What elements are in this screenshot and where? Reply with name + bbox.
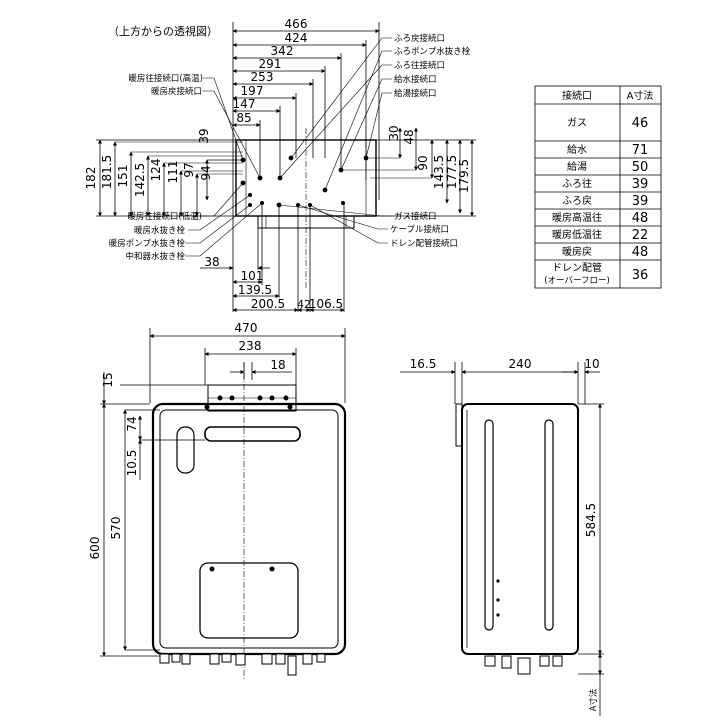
label-heating-supply-high: 暖房往接続口(高温) — [128, 73, 203, 84]
dim-466: 466 — [285, 17, 308, 31]
dim-10-5: 10.5 — [125, 450, 139, 477]
label-bath-return: ふろ戻接続口 — [394, 33, 445, 44]
table-cell-name: 給湯 — [567, 160, 587, 173]
dim-179-5: 179.5 — [457, 159, 471, 193]
table-cell-name: 暖房戻 — [562, 245, 592, 258]
dim-90: 90 — [416, 155, 430, 170]
dim-238: 238 — [239, 339, 262, 353]
table-header-connection: 接続口 — [562, 89, 592, 102]
dim-181-5: 181.5 — [100, 155, 114, 189]
top-bottom-dims — [200, 203, 345, 312]
top-right-dims — [341, 127, 476, 217]
table-cell-name: ふろ戻 — [562, 194, 592, 207]
dim-177-5: 177.5 — [445, 155, 459, 189]
dim-48: 48 — [402, 129, 416, 144]
right-leaders — [278, 37, 392, 244]
left-leaders — [185, 77, 263, 257]
dim-424: 424 — [285, 31, 308, 45]
table-header-a-dim: A寸法 — [627, 89, 654, 102]
dim-16-5: 16.5 — [410, 357, 437, 371]
dim-38: 38 — [204, 255, 219, 269]
side-body — [455, 403, 579, 675]
table-cell-value: 50 — [632, 160, 649, 175]
table-cell-name: ドレン配管 — [552, 261, 602, 274]
label-heating-pump-drain: 暖房ポンプ水抜き栓 — [109, 238, 186, 249]
dim-151: 151 — [116, 165, 130, 188]
dim-111: 111 — [166, 161, 180, 184]
top-view-caption: （上方からの透視図） — [108, 24, 218, 38]
dim-570: 570 — [109, 517, 123, 540]
dim-139-5: 139.5 — [238, 283, 272, 297]
label-hot-water: 給湯接続口 — [394, 88, 437, 99]
dim-30: 30 — [387, 125, 401, 140]
table-cell-value: 39 — [632, 177, 649, 192]
table-cell-name: 暖房高温往 — [552, 211, 602, 224]
label-water-supply: 給水接続口 — [394, 74, 437, 85]
dim-143-5: 143.5 — [432, 155, 446, 189]
dim-18: 18 — [270, 358, 285, 372]
table-cell-name: 暖房低温往 — [552, 228, 602, 241]
label-bath-supply: ふろ往接続口 — [394, 60, 445, 71]
table-drain-note: (オーバーフロー) — [544, 276, 610, 286]
dim-97: 97 — [182, 162, 196, 177]
dim-200-5: 200.5 — [251, 297, 285, 311]
top-view: （上方からの透視図） 466 424 342 291 253 197 14 — [84, 17, 476, 312]
dim-240: 240 — [509, 357, 532, 371]
front-bottom-fittings — [159, 653, 326, 676]
dim-142-5: 142.5 — [133, 163, 147, 197]
side-bolts — [496, 579, 500, 617]
dim-197: 197 — [241, 84, 264, 98]
label-bath-pump-drain: ふろポンプ水抜き栓 — [394, 46, 471, 57]
dim-253: 253 — [251, 70, 274, 84]
label-drain-pipe: ドレン配管接続口 — [390, 238, 458, 249]
table-cell-value: 39 — [632, 194, 649, 209]
dim-600: 600 — [88, 537, 102, 560]
top-left-dims — [96, 139, 243, 217]
label-heating-drain-plug: 暖房水抜き栓 — [134, 225, 186, 236]
table-cell-name: ふろ往 — [562, 177, 592, 190]
dim-85: 85 — [236, 111, 251, 125]
dim-182: 182 — [84, 167, 98, 190]
dim-42: 42 — [297, 298, 311, 311]
dim-291: 291 — [259, 57, 282, 71]
front-body — [151, 402, 347, 656]
label-heating-supply-low: 暖房往接続口(低温) — [127, 211, 202, 222]
front-view: 470 238 18 15 74 10.5 600 570 — [88, 321, 347, 680]
a-dimension-table: 接続口 A寸法 ガス 46 給水 71 給湯 50 ふろ往 39 ふろ戻 39 … — [534, 85, 662, 289]
dim-74: 74 — [125, 416, 139, 431]
table-cell-value: 22 — [632, 228, 649, 243]
dim-470: 470 — [235, 321, 258, 335]
table-cell-value: 48 — [632, 245, 649, 260]
table-cell-name: ガス — [567, 117, 587, 129]
label-gas: ガス接続口 — [394, 211, 437, 222]
side-view: 16.5 240 10 5 — [400, 357, 604, 716]
dim-101: 101 — [241, 269, 264, 283]
dim-584-5: 584.5 — [584, 503, 598, 537]
label-heating-return: 暖房戻接続口 — [151, 86, 202, 97]
dim-124: 124 — [149, 159, 163, 182]
dim-15: 15 — [101, 372, 115, 387]
dim-94: 94 — [199, 165, 213, 180]
dim-39: 39 — [197, 128, 211, 143]
label-neutralizer-drain: 中和器水抜き栓 — [125, 251, 185, 262]
table-cell-value: 71 — [632, 143, 649, 158]
top-horizontal-dims — [232, 22, 380, 215]
dim-106-5: 106.5 — [309, 297, 343, 311]
table-cell-name: 給水 — [567, 143, 587, 156]
label-cable: ケーブル接続口 — [390, 224, 449, 235]
table-cell-value: 36 — [632, 268, 649, 283]
dim-147: 147 — [233, 97, 256, 111]
dim-10: 10 — [584, 357, 599, 371]
table-cell-value: 46 — [632, 116, 649, 131]
dim-342: 342 — [271, 44, 294, 58]
table-cell-value: 48 — [632, 211, 649, 226]
mounting-bracket — [207, 384, 297, 412]
dim-a-label: A寸法 — [588, 689, 599, 712]
